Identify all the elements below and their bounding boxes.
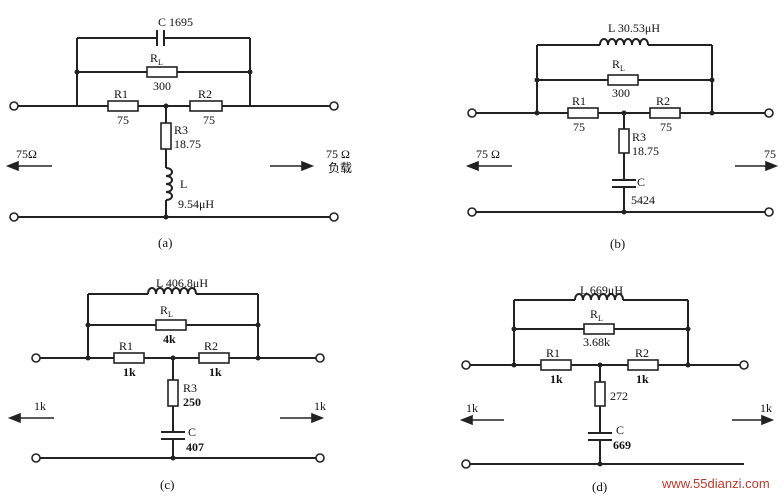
resistor-rl-b: [607, 74, 639, 86]
r1-label-d: R1: [546, 346, 560, 360]
right-load-a: 负载: [328, 161, 352, 175]
resistor-r2-c: [198, 352, 230, 364]
r2-value-b: 75: [660, 120, 672, 134]
rl-label-d: RL: [590, 307, 603, 323]
r1-value-c: 1k: [123, 365, 136, 379]
resistor-r3-a: [160, 122, 172, 150]
right-impedance-b: 75: [764, 147, 776, 161]
rl-value-d: 3.68k: [583, 335, 610, 349]
inductor-bridge-d: [574, 293, 624, 301]
resistor-r1-b: [567, 107, 599, 119]
circuit-b: L 30.53μH RL 300 R1 75 R2 75 R3 18.75 C …: [465, 21, 779, 251]
left-impedance-b: 75 Ω: [476, 147, 500, 161]
resistor-r1-d: [540, 359, 572, 371]
circuit-c: L 406.8μH RL 4k R1 1k R2 1k R3 250 C 407…: [7, 276, 326, 492]
right-impedance-d: 1k: [760, 401, 772, 415]
inductor-l-a: [165, 167, 173, 201]
caption-c: (c): [160, 477, 174, 492]
caption-b: (b): [610, 236, 625, 251]
resistor-r1-c: [113, 352, 145, 364]
r3-label-c: R3: [183, 381, 197, 395]
watermark: www.55dianzi.com: [661, 476, 770, 491]
shunt-label-a: L: [180, 177, 187, 191]
bridge-label-d: L 669μH: [580, 283, 623, 297]
inductor-bridge-c: [147, 287, 197, 295]
r1-value-d: 1k: [550, 372, 563, 386]
bridge-label-c: L 406.8μH: [156, 276, 208, 290]
rl-label-a: RL: [150, 51, 163, 67]
circuit-d: L 669μH RL 3.68k R1 1k R2 1k 272 C 669 1…: [459, 283, 775, 494]
rl-label-b: RL: [612, 57, 625, 73]
r2-label-d: R2: [635, 346, 649, 360]
r1-value-b: 75: [573, 120, 585, 134]
resistor-r3-d: [594, 381, 606, 407]
resistor-r2-a: [189, 100, 223, 112]
rl-label-c: RL: [160, 303, 173, 319]
r2-label-b: R2: [656, 94, 670, 108]
resistor-r1-a: [107, 100, 139, 112]
left-impedance-a: 75Ω: [16, 147, 37, 161]
r3-value-a: 18.75: [174, 137, 201, 151]
rl-value-c: 4k: [163, 332, 176, 346]
r1-label-c: R1: [119, 339, 133, 353]
r2-value-c: 1k: [209, 365, 222, 379]
r3-label-b: R3: [632, 130, 646, 144]
r3-value-d: 272: [610, 389, 628, 403]
shunt-value-c: 407: [186, 440, 204, 454]
resistor-r3-c: [167, 379, 179, 407]
shunt-value-d: 669: [613, 438, 631, 452]
right-impedance-c: 1k: [314, 399, 326, 413]
inductor-bridge-b: [599, 38, 649, 46]
caption-a: (a): [158, 235, 172, 250]
r1-value-a: 75: [117, 113, 129, 127]
shunt-value-b: 5424: [631, 193, 655, 207]
resistor-rl-c: [155, 319, 187, 331]
resistor-r3-b: [618, 128, 630, 154]
r1-label-a: R1: [114, 87, 128, 101]
r2-value-d: 1k: [636, 372, 649, 386]
r1-label-b: R1: [572, 94, 586, 108]
shunt-value-a: 9.54μH: [178, 197, 214, 211]
resistor-rl-d: [583, 323, 615, 335]
bridge-label-a: C 1695: [158, 15, 193, 29]
r3-value-c: 250: [183, 395, 201, 409]
r2-label-a: R2: [198, 87, 212, 101]
bridge-label-b: L 30.53μH: [608, 21, 660, 35]
shunt-label-c: C: [188, 425, 196, 439]
right-impedance-a: 75 Ω: [326, 147, 350, 161]
shunt-label-b: C: [637, 175, 645, 189]
resistor-rl-a: [146, 66, 178, 78]
circuit-a: C 1695 RL 300 R1 75 R2 75 R3 18.75 L 9.5…: [5, 15, 352, 250]
rl-value-a: 300: [153, 79, 171, 93]
left-impedance-c: 1k: [34, 399, 46, 413]
r3-value-b: 18.75: [632, 144, 659, 158]
resistor-r2-b: [649, 107, 681, 119]
rl-value-b: 300: [612, 86, 630, 100]
caption-d: (d): [592, 479, 607, 494]
shunt-label-d: C: [616, 423, 624, 437]
left-impedance-d: 1k: [466, 401, 478, 415]
r2-value-a: 75: [203, 113, 215, 127]
resistor-r2-d: [627, 359, 659, 371]
r3-label-a: R3: [174, 123, 188, 137]
r2-label-c: R2: [204, 339, 218, 353]
